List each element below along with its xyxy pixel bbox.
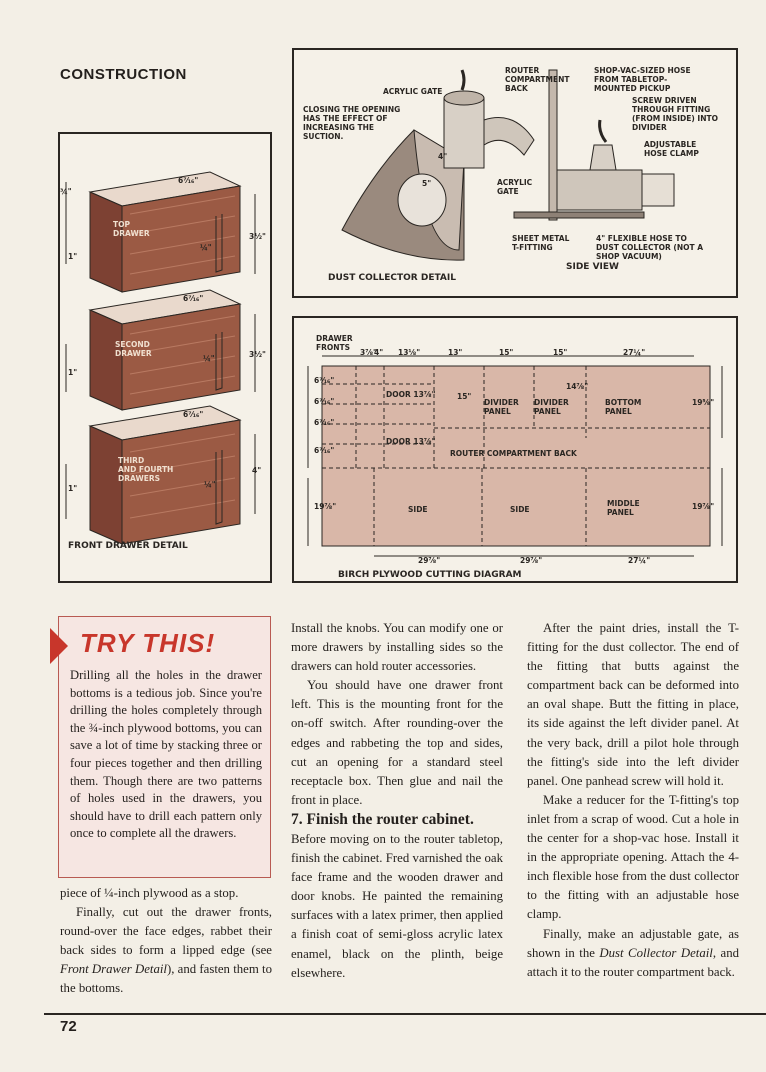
left-dim-3: 6⁷⁄₁₆" [314, 418, 335, 427]
label-hose-clamp: ADJUSTABLE HOSE CLAMP [644, 140, 699, 158]
second-drawer-width: 6⁷⁄₁₆" [183, 294, 204, 303]
top-dim-1: 3⅞" [360, 348, 377, 357]
third-drawer-dim-b: 1" [68, 484, 78, 493]
col2-paragraph-2: You should have one drawer front left. T… [291, 678, 503, 807]
col3-paragraph-1: After the paint dries, install the T-fit… [527, 621, 739, 788]
inner-dim-15: 15" [457, 392, 472, 401]
label-router-compartment-back: ROUTER COMPARTMENT BACK [505, 66, 570, 93]
panel-divider-1: DIVIDER PANEL [484, 398, 519, 416]
column-2: Install the knobs. You can modify one or… [291, 619, 503, 983]
dust-collector-detail-figure [292, 48, 738, 298]
top-dim-2: 4" [374, 348, 384, 357]
drawer-fronts-label: DRAWER FRONTS [316, 334, 353, 352]
third-drawer-height: 4" [252, 466, 262, 475]
hopper-drawing [341, 69, 535, 261]
panel-side-2: SIDE [510, 505, 530, 514]
col2-paragraph-3: Before moving on to the router tabletop,… [291, 831, 503, 980]
dim-4-inch: 4" [438, 152, 448, 161]
front-drawer-illustration [65, 171, 256, 545]
bottom-dim-2: 29⅞" [520, 556, 543, 565]
left-dim-2: 6⁷⁄₁₆" [314, 397, 335, 406]
label-sheet-metal: SHEET METAL T-FITTING [512, 234, 570, 252]
second-drawer-rabbet: ¼" [203, 354, 215, 363]
label-closing-opening: CLOSING THE OPENING HAS THE EFFECT OF IN… [303, 105, 401, 141]
col1-paragraph-1: piece of ¼-inch plywood as a stop. [60, 886, 239, 900]
top-drawer-height: 3½" [249, 232, 266, 241]
column-3: After the paint dries, install the T-fit… [527, 619, 739, 982]
cutting-diagram-figure [292, 316, 738, 583]
front-drawer-detail-figure [58, 132, 272, 583]
label-acrylic-gate-side: ACRYLIC GATE [497, 178, 533, 196]
top-dim-4: 13" [448, 348, 463, 357]
top-drawer-drawing [65, 171, 256, 293]
side-view-caption: SIDE VIEW [566, 262, 619, 272]
dust-collector-caption: DUST COLLECTOR DETAIL [328, 273, 456, 283]
dim-5-inch: 5" [422, 179, 432, 188]
section-label: CONSTRUCTION [60, 66, 187, 83]
top-dim-5: 15" [499, 348, 514, 357]
label-shopvac-hose: SHOP-VAC-SIZED HOSE FROM TABLETOP-MOUNTE… [594, 66, 691, 93]
top-dim-3: 13⅛" [398, 348, 421, 357]
side-view-drawing [513, 69, 675, 221]
col3-paragraph-2: Make a reducer for the T-fitting's top i… [527, 792, 739, 922]
second-drawer-height: 3½" [249, 350, 266, 359]
footer-rule [44, 1013, 766, 1015]
left-dim-4: 6⁷⁄₁₆" [314, 446, 335, 455]
right-dim-top: 19⅝" [692, 398, 715, 407]
panel-middle: MIDDLE PANEL [607, 499, 640, 517]
panel-door-2: DOOR 13⅞" [386, 437, 436, 446]
inner-dim-14: 14⅞" [566, 382, 589, 391]
col2-paragraph-1: Install the knobs. You can modify one or… [291, 621, 503, 674]
panel-door-1: DOOR 13⅞" [386, 390, 436, 399]
cutting-diagram-caption: BIRCH PLYWOOD CUTTING DIAGRAM [338, 570, 522, 580]
third-drawer-label: THIRD AND FOURTH DRAWERS [118, 456, 174, 483]
top-drawer-width: 6⁷⁄₁₆" [178, 176, 199, 185]
left-dim-5: 19⅞" [314, 502, 337, 511]
left-dim-1: 6⁷⁄₁₆" [314, 376, 335, 385]
page-number: 72 [60, 1018, 77, 1035]
bottom-dim-3: 27¼" [628, 556, 651, 565]
step-7-heading: 7. Finish the router cabinet. [291, 810, 474, 828]
col1-paragraph-2: Finally, cut out the drawer fronts, roun… [60, 905, 272, 996]
second-drawer-dim-b: 1" [68, 368, 78, 377]
label-acrylic-gate: ACRYLIC GATE [383, 87, 443, 96]
plywood-sheet [307, 355, 723, 557]
top-drawer-dim-b: 1" [68, 252, 78, 261]
second-drawer-drawing [65, 289, 256, 411]
try-this-box [58, 616, 271, 878]
label-screw-driven: SCREW DRIVEN THROUGH FITTING (FROM INSID… [632, 96, 718, 132]
try-this-arrow-icon [50, 628, 68, 664]
third-drawer-width: 6⁷⁄₁₆" [183, 410, 204, 419]
second-drawer-label: SECOND DRAWER [115, 340, 152, 358]
label-flexible-hose: 4" FLEXIBLE HOSE TO DUST COLLECTOR (NOT … [596, 234, 703, 261]
right-dim-bottom: 19⅞" [692, 502, 715, 511]
top-drawer-dim-a: ¾" [60, 187, 72, 196]
top-drawer-rabbet: ¼" [200, 243, 212, 252]
dust-collector-illustration [341, 69, 675, 261]
top-dim-7: 27¼" [623, 348, 646, 357]
column-1: piece of ¼-inch plywood as a stop. Final… [60, 884, 272, 999]
third-fourth-drawer-drawing [65, 405, 256, 545]
try-this-body: Drilling all the holes in the drawer bot… [70, 668, 262, 841]
col3-paragraph-3: Finally, make an adjustable gate, as sho… [527, 926, 739, 979]
panel-divider-2: DIVIDER PANEL [534, 398, 569, 416]
top-drawer-label: TOP DRAWER [113, 220, 150, 238]
panel-side-1: SIDE [408, 505, 428, 514]
front-drawer-detail-caption: FRONT DRAWER DETAIL [68, 541, 188, 551]
panel-router-back: ROUTER COMPARTMENT BACK [450, 449, 577, 458]
top-dim-6: 15" [553, 348, 568, 357]
panel-bottom: BOTTOM PANEL [605, 398, 642, 416]
try-this-title: TRY THIS! [80, 628, 216, 658]
third-drawer-rabbet: ¼" [204, 480, 216, 489]
bottom-dim-1: 29⅞" [418, 556, 441, 565]
